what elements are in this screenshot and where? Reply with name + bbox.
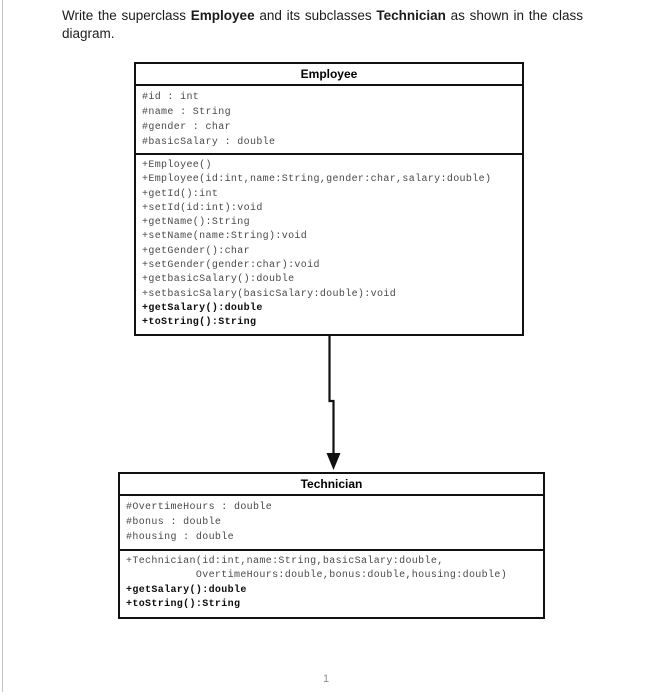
method-line: +getName():String xyxy=(142,217,250,229)
exercise-prompt: Write the superclass Employee and its su… xyxy=(62,7,583,43)
inheritance-arrow xyxy=(326,336,341,470)
method-line: +toString():String xyxy=(126,598,241,610)
technician-attributes-section: #OvertimeHours : double #bonus : double #h… xyxy=(120,496,543,551)
employee-class-box: Employee #id : int #name : String #gender … xyxy=(134,62,524,336)
method-line: +Technician(id:int,name:String,basicSala… xyxy=(126,556,444,567)
method-line: +setName(name:String):void xyxy=(142,231,308,243)
technician-class-box: Technician #OvertimeHours : double #bonus… xyxy=(118,472,545,619)
employee-class-name: Employee xyxy=(136,64,522,86)
method-line: +setGender(gender:char):void xyxy=(142,260,320,272)
technician-methods-section: +Technician(id:int,name:String,basicSala… xyxy=(120,551,543,615)
method-line: +getSalary():double xyxy=(126,584,247,596)
method-line: +Employee() xyxy=(142,160,212,171)
attribute-line: #OvertimeHours : double xyxy=(126,502,273,513)
method-line: OvertimeHours:double,bonus:double,housin… xyxy=(126,570,508,582)
method-line: +setId(id:int):void xyxy=(142,202,263,214)
employee-attributes-section: #id : int #name : String #gender : char #ba… xyxy=(136,86,522,155)
attribute-line: #bonus : double xyxy=(126,517,222,528)
employee-methods-section: +Employee() +Employee(id:int,name:String,… xyxy=(136,155,522,334)
page-number: 1 xyxy=(322,673,330,685)
method-line: +setbasicSalary(basicSalary:double):void xyxy=(142,288,397,300)
attribute-line: #basicSalary : double xyxy=(142,137,276,148)
prompt-segment: as shown in the class diagram. xyxy=(62,8,583,41)
method-line: +getId():int xyxy=(142,188,219,200)
attribute-line: #housing : double xyxy=(126,532,234,543)
attribute-line: #name : String xyxy=(142,107,231,118)
page-edge-line xyxy=(2,0,3,692)
method-line: +toString():String xyxy=(142,317,257,329)
attribute-line: #id : int xyxy=(142,92,200,103)
technician-class-name: Technician xyxy=(120,474,543,496)
method-line: +getSalary():double xyxy=(142,302,263,314)
prompt-segment: Write the superclass xyxy=(62,8,191,23)
prompt-segment: Technician xyxy=(376,8,446,23)
method-line: +Employee(id:int,name:String,gender:char… xyxy=(142,174,492,186)
attribute-line: #gender : char xyxy=(142,122,231,133)
prompt-segment: Employee xyxy=(190,8,255,23)
prompt-segment: and its subclasses xyxy=(254,8,377,23)
method-line: +getGender():char xyxy=(142,245,250,257)
method-line: +getbasicSalary():double xyxy=(142,274,295,286)
